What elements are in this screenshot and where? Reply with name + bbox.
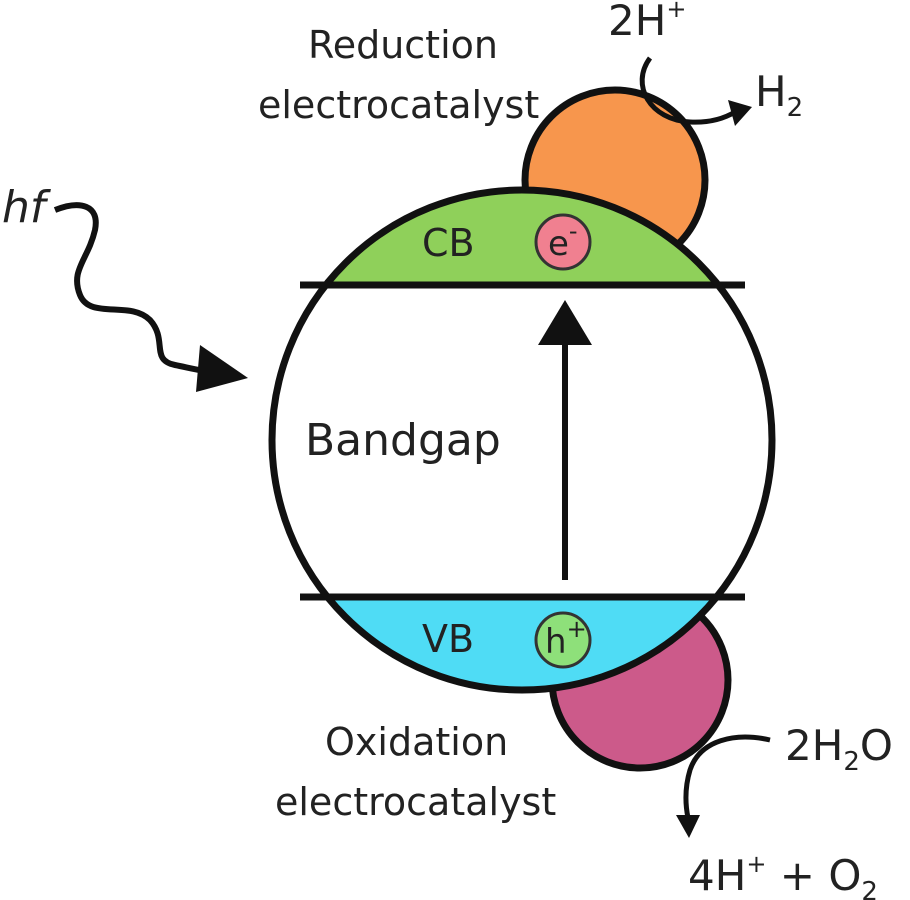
reduction-reaction-arrow — [639, 56, 737, 125]
sphere-outline — [268, 186, 776, 694]
oxidation-label-line1: Oxidation — [325, 720, 508, 764]
reduction-reactant: 2H+ — [608, 0, 686, 45]
wavy-arrow-icon — [53, 202, 248, 392]
hole-circle — [534, 611, 592, 669]
conduction-band — [272, 190, 772, 285]
photon-label: hf — [2, 182, 52, 233]
reduction-arrowhead — [728, 100, 752, 126]
reduction-label-line2: electrocatalyst — [258, 83, 539, 127]
oxidation-label-line2: electrocatalyst — [275, 780, 556, 824]
electron-label: e- — [548, 217, 578, 264]
reduction-product: H2 — [755, 67, 803, 123]
bandgap-label: Bandgap — [305, 415, 501, 466]
semiconductor-sphere — [272, 190, 772, 690]
oxidation-arrowhead — [676, 815, 700, 838]
oxidation-product: 4H+ + O2 — [688, 850, 878, 900]
oxidation-reaction-arrow — [683, 734, 771, 819]
cb-label: CB — [422, 221, 475, 265]
hole-label: h+ — [545, 615, 587, 662]
oxidation-reactant: 2H2O — [785, 721, 893, 777]
reduction-label-line1: Reduction — [308, 23, 498, 67]
up-arrow-icon — [538, 300, 592, 580]
vb-label: VB — [422, 617, 474, 661]
electron-circle — [534, 213, 592, 271]
